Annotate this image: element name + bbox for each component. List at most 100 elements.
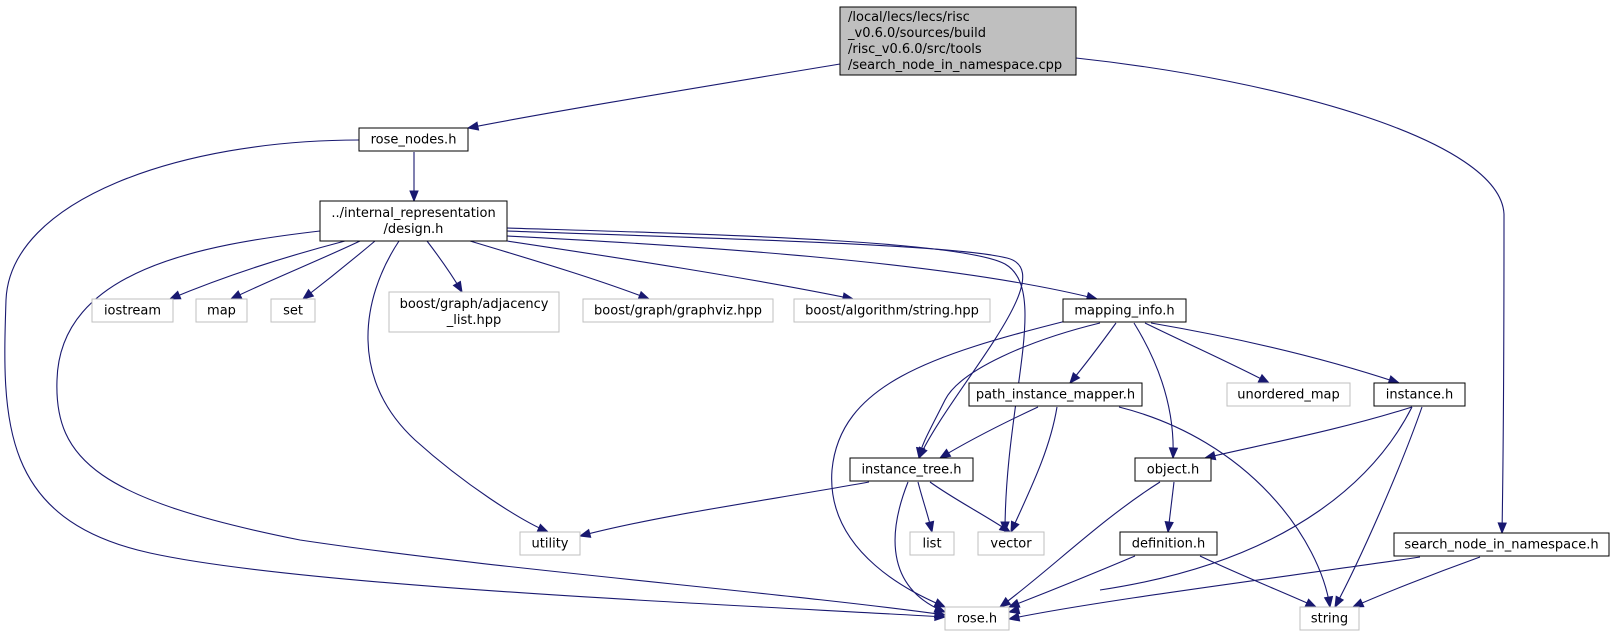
node-box <box>1226 382 1351 407</box>
edge-instance_tree-to-list <box>917 481 935 534</box>
edge-line <box>1352 556 1481 608</box>
edge-line <box>1075 57 1505 534</box>
node-label-line: ../internal_representation <box>331 206 495 221</box>
edge-instance-to-string <box>1334 406 1423 609</box>
edge-search_node-to-rose <box>1007 556 1421 622</box>
node-definition[interactable]: definition.h <box>1119 531 1218 556</box>
node-box <box>839 6 1077 76</box>
edge-definition-to-rose <box>1007 555 1136 608</box>
node-label-line: boost/graph/adjacency <box>400 297 549 312</box>
edge-arrowhead <box>409 190 419 203</box>
edge-line <box>1118 406 1331 608</box>
graph-nodes: /local/lecs/lecs/risc_v0.6.0/sources/bui… <box>91 6 1610 631</box>
edge-line <box>1099 406 1413 591</box>
edge-arrowhead <box>637 290 651 300</box>
edge-path_instance_mapper-to-instance_tree <box>938 406 1039 459</box>
node-algorithm: boost/algorithm/string.hpp <box>793 298 991 323</box>
edge-line <box>579 481 870 537</box>
edge-mapping_info-to-instance_tree <box>915 322 1101 460</box>
node-box <box>977 531 1045 556</box>
node-map: map <box>195 298 248 323</box>
edge-line <box>506 230 1024 459</box>
node-label-line: /risc_v0.6.0/src/tools <box>848 42 982 57</box>
graph-edges <box>4 57 1507 622</box>
edge-arrowhead <box>1164 521 1174 534</box>
edge-line <box>1133 322 1174 459</box>
node-vector: vector <box>977 531 1045 556</box>
node-iostream: iostream <box>91 298 174 323</box>
node-utility: utility <box>519 531 581 556</box>
node-label-line: iostream <box>104 304 161 319</box>
node-box <box>1393 532 1610 557</box>
edge-line <box>467 63 841 129</box>
edge-arrowhead <box>1351 598 1365 608</box>
node-instance[interactable]: instance.h <box>1373 382 1466 407</box>
node-box <box>582 298 774 323</box>
edge-line <box>1069 322 1117 384</box>
edge-mapping_info-to-path_instance_mapper <box>1069 322 1117 385</box>
node-design[interactable]: ../internal_representation/design.h <box>319 200 508 242</box>
edge-arrowhead <box>1304 598 1318 608</box>
edge-arrowhead <box>1323 595 1334 609</box>
edge-design-to-set <box>301 240 376 300</box>
edge-arrowhead <box>915 446 926 460</box>
node-label-line: definition.h <box>1132 537 1206 552</box>
edge-arrowhead <box>924 520 935 534</box>
node-box <box>1373 382 1466 407</box>
edge-arrowhead <box>466 121 480 131</box>
edge-arrowhead <box>1069 371 1081 385</box>
edge-design-to-instance_tree <box>506 230 1024 460</box>
node-label-line: map <box>207 304 236 319</box>
node-box <box>1134 457 1212 482</box>
edge-design-to-rose <box>56 230 947 619</box>
edge-line <box>4 139 946 618</box>
edge-root-to-rose_nodes <box>466 63 841 131</box>
edge-design-to-graphviz <box>469 240 651 300</box>
edge-arrowhead <box>229 290 243 300</box>
edge-arrowhead <box>536 523 550 533</box>
edge-object-to-rose <box>998 481 1161 608</box>
node-box <box>1062 298 1187 323</box>
edge-design-to-map <box>229 240 361 300</box>
node-mapping-info[interactable]: mapping_info.h <box>1062 298 1187 323</box>
edge-design-to-adjacency <box>426 240 463 294</box>
node-rose-nodes[interactable]: rose_nodes.h <box>358 127 469 152</box>
edge-arrowhead <box>168 290 182 300</box>
edge-instance-to-object <box>1203 406 1413 461</box>
node-set: set <box>270 298 316 323</box>
node-label-line: path_instance_mapper.h <box>976 388 1135 403</box>
node-unordered-map: unordered_map <box>1226 382 1351 407</box>
edge-line <box>1010 406 1058 533</box>
edge-arrowhead <box>933 603 947 613</box>
edge-line <box>939 406 1039 459</box>
node-box <box>91 298 174 323</box>
edge-line <box>1204 406 1413 459</box>
edge-arrowhead <box>938 448 952 459</box>
node-box <box>1119 531 1218 556</box>
edge-arrowhead <box>1010 520 1020 534</box>
node-root[interactable]: /local/lecs/lecs/risc_v0.6.0/sources/bui… <box>839 6 1077 76</box>
node-rose: rose.h <box>944 606 1010 631</box>
node-label-line: instance_tree.h <box>861 463 961 478</box>
edge-line <box>1199 555 1317 608</box>
node-label-line: rose_nodes.h <box>371 133 457 148</box>
node-box <box>519 531 581 556</box>
node-search-node[interactable]: search_node_in_namespace.h <box>1393 532 1610 557</box>
edge-arrowhead <box>301 288 315 300</box>
edge-line <box>999 481 1161 608</box>
node-instance-tree[interactable]: instance_tree.h <box>849 457 974 482</box>
node-box <box>195 298 248 323</box>
edge-arrowhead <box>998 522 1012 533</box>
node-box <box>849 457 974 482</box>
edge-mapping_info-to-object <box>1133 322 1179 460</box>
edge-mapping_info-to-unordered_map <box>1144 322 1271 384</box>
edge-definition-to-string <box>1199 555 1318 608</box>
node-label-line: string <box>1311 612 1348 627</box>
node-path-instance-mapper[interactable]: path_instance_mapper.h <box>968 382 1143 407</box>
node-box <box>968 382 1143 407</box>
node-object[interactable]: object.h <box>1134 457 1212 482</box>
edge-line <box>918 322 1101 459</box>
node-box <box>1299 606 1360 631</box>
edge-line <box>506 227 1026 533</box>
